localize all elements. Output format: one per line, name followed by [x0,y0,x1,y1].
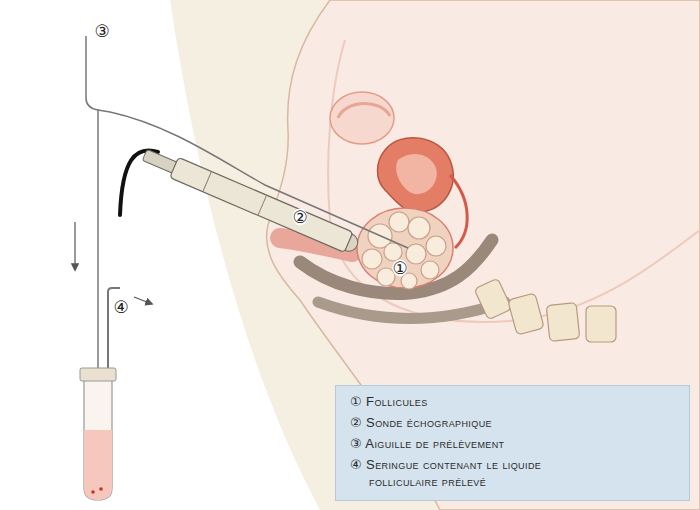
follicle [408,217,430,239]
legend-entry: ① Follicules [350,393,604,410]
vertebra [474,278,512,320]
legend-entry: ④ Seringue contenant le liquide follicul… [350,456,604,490]
legend-entry: ② Sonde échographique [350,414,604,431]
vertebra [508,293,544,335]
vertebra [546,303,580,342]
intestine [318,302,505,319]
background-region [170,0,700,510]
follicle [421,261,439,279]
bladder-wall [338,103,390,118]
follicle [426,236,446,256]
probe-ring [203,172,212,192]
body-section [267,0,700,510]
legend-box: ① Follicules ② Sonde échographique ③ Aigui… [335,385,690,501]
follicles [362,212,446,289]
callout-number: ② [292,209,307,226]
oocyte [91,490,95,494]
callout-number: ④ [113,299,128,316]
probe-ring [258,195,267,215]
vertebra [586,306,616,342]
test-tube [84,378,112,500]
follicle [406,244,426,264]
tube-ligament [450,175,467,248]
probe-tip [345,234,360,254]
tube-stopper [80,368,116,381]
pelvic-cavity [328,40,700,322]
needle [86,36,408,248]
follicle [384,243,402,261]
sacrum [474,278,616,342]
flow-arrow [134,297,152,304]
oocyte [99,487,103,491]
follicular-fluid [84,430,112,500]
follicle [362,249,382,269]
probe-body [170,157,353,252]
callout-number: ③ [94,23,109,40]
aspiration-line [97,110,99,376]
callout-number: ① [392,260,407,277]
ultrasound-probe [140,145,361,256]
ovary [357,208,453,288]
follicle [389,212,409,232]
legend-entry: ③ Aiguille de prélèvement [350,435,604,452]
bladder [330,92,394,144]
uterus [378,138,454,213]
flow-arrow [74,222,75,270]
uterine-cavity [396,154,437,194]
